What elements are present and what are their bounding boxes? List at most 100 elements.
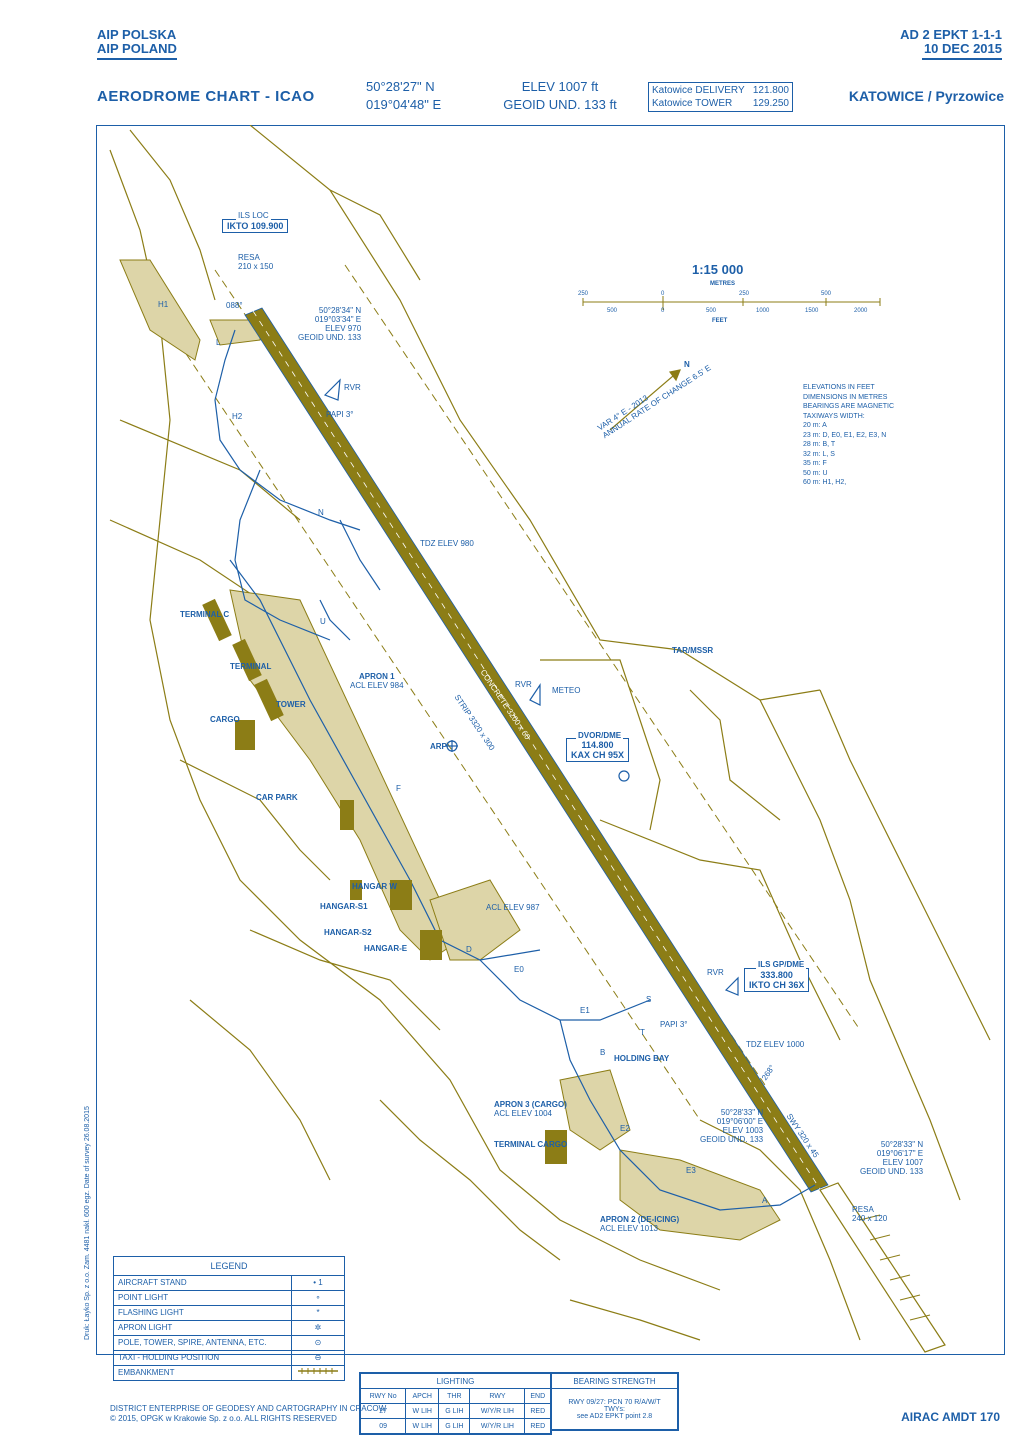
legend-row: APRON LIGHT ✲: [114, 1321, 344, 1336]
page-date: 10 DEC 2015: [923, 41, 1002, 56]
freq-value: 129.250: [752, 98, 789, 109]
taxiway-label-s: S: [646, 995, 652, 1004]
aerodrome-map: [109, 125, 991, 1353]
apron-3-elev: ACL ELEV 1004: [494, 1109, 552, 1118]
lighting-header: END: [524, 1388, 551, 1404]
taxiway-label-l: L: [216, 338, 221, 347]
footer-line1: DISTRICT ENTERPRISE OF GEODESY AND CARTO…: [110, 1404, 387, 1413]
taxiway-label-h2: H2: [232, 412, 243, 421]
holding-position-icon: ⊖: [314, 1353, 322, 1362]
holding-bay-label: HOLDING BAY: [614, 1054, 670, 1063]
geoid-value: GEOID UND. 133 ft: [503, 97, 617, 112]
note-line: BEARINGS ARE MAGNETIC: [803, 403, 895, 410]
apron-1-name: APRON 1: [358, 672, 395, 681]
freq-name: Katowice TOWER: [652, 98, 733, 109]
taxiway-label-u: U: [320, 617, 326, 626]
lighting-cell: G LIH: [438, 1403, 471, 1419]
tar-label: TAR/MSSR: [672, 646, 714, 655]
lighting-header: THR: [438, 1388, 471, 1404]
legend-table: LEGEND AIRCRAFT STAND• 1 POINT LIGHT∘ FL…: [113, 1256, 345, 1381]
elev-value: ELEV 1007 ft: [521, 79, 599, 94]
meteo-label: METEO: [552, 686, 581, 695]
ils-gp-tag: ILS GP/DME: [756, 960, 807, 969]
chart-notes: ELEVATIONS IN FEET DIMENSIONS IN METRES …: [803, 383, 894, 488]
page-reference: AD 2 EPKT 1-1-1 10 DEC 2015: [900, 28, 1002, 56]
taxiway-label-h1: H1: [158, 300, 169, 309]
taxiway-label-e0: E0: [514, 965, 524, 974]
taxiway-label-b: B: [600, 1048, 606, 1057]
legend-item-name: FLASHING LIGHT: [114, 1306, 292, 1320]
arp-label: ARP: [430, 742, 447, 751]
scale-metres-label: METRES: [710, 281, 736, 287]
flashing-light-icon: *: [316, 1308, 320, 1317]
point-light-icon: ∘: [315, 1293, 321, 1302]
arp-lat: 50°28'27" N: [366, 79, 435, 94]
bearing-strength-table: BEARING STRENGTH RWY 09/27: PCN 70 R/A/W…: [552, 1372, 679, 1431]
aerodrome-name: KATOWICE / Pyrzowice: [848, 88, 1004, 104]
note-line: 23 m: D, E0, E1, E2, E3, N: [803, 431, 887, 439]
rvr-label: RVR: [344, 383, 361, 392]
scale-ft-tick: 1500: [805, 308, 819, 314]
ils-gp-box: 333.800 IKTO CH 36X: [744, 968, 810, 992]
terrain-lines: [109, 125, 991, 1341]
hangar-e-label: HANGAR-E: [364, 944, 408, 953]
lighting-cell: RED: [524, 1403, 551, 1419]
note-line: ELEVATIONS IN FEET: [803, 384, 875, 391]
apron-2-name: APRON 2 (DE-ICING): [600, 1215, 680, 1224]
thr27-elev: ELEV 1007: [882, 1158, 924, 1167]
resa-north: RESA 210 x 150: [238, 253, 273, 271]
bearing-line: see AD2 EPKT point 2.8: [576, 1412, 653, 1420]
apron-light-icon: ✲: [314, 1323, 322, 1332]
taxiway-label-e3: E3: [686, 1166, 696, 1175]
rwy-09-bearing: 088°: [226, 301, 243, 310]
pole-icon: ⊙: [314, 1338, 322, 1347]
thr-lon: 019°03'34" E: [314, 315, 362, 324]
legend-item-name: TAXI - HOLDING POSITION: [114, 1351, 292, 1365]
bearing-body: RWY 09/27: PCN 70 R/A/W/T TWYs: see AD2 …: [552, 1388, 678, 1430]
arp-coordinates: 50°28'27" N 019°04'48" E: [366, 78, 441, 114]
resa-east-size: 240 x 120: [852, 1214, 888, 1223]
dvor-channel: KAX CH 95X: [571, 750, 625, 760]
coords-mid-elev: ELEV 1003: [722, 1126, 764, 1135]
freq-name: Katowice DELIVERY: [652, 85, 745, 96]
scale-ft-tick: 500: [607, 308, 618, 314]
lighting-cell: W/Y/R LIH: [469, 1418, 526, 1434]
apron-3-name: APRON 3 (CARGO): [494, 1100, 567, 1109]
resa-east: RESA 240 x 120: [852, 1205, 887, 1223]
resa-size: 210 x 150: [238, 262, 274, 271]
publisher: AIP POLSKA AIP POLAND: [97, 28, 177, 56]
bearing-title: BEARING STRENGTH: [552, 1373, 678, 1389]
note-line: 60 m: H1, H2,: [803, 479, 847, 486]
embankment: [859, 1214, 931, 1321]
scale-ft-tick: 2000: [854, 308, 868, 314]
note-line: 50 m: U: [803, 469, 828, 477]
scale-m-tick: 0: [661, 291, 665, 297]
terminal-c-label: TERMINAL C: [180, 610, 230, 619]
legend-item-name: POLE, TOWER, SPIRE, ANTENNA, ETC.: [114, 1336, 292, 1350]
lighting-header: APCH: [405, 1388, 440, 1404]
bearing-line: RWY 09/27: PCN 70 R/A/W/T: [568, 1398, 661, 1406]
ils-gp-channel: IKTO CH 36X: [749, 980, 805, 990]
airac-amendment: AIRAC AMDT 170: [901, 1410, 1000, 1424]
acl-987-label: ACL ELEV 987: [486, 903, 540, 912]
apron-1-elev: ACL ELEV 984: [350, 681, 404, 690]
legend-row: POINT LIGHT∘: [114, 1291, 344, 1306]
note-line: 32 m: L, S: [803, 450, 835, 458]
taxiway-label-f: F: [396, 784, 401, 793]
rvr-symbol: [323, 378, 341, 401]
terminal-cargo-label: TERMINAL CARGO: [494, 1140, 568, 1149]
legend-item-name: APRON LIGHT: [114, 1321, 292, 1335]
scale-bar: [582, 296, 881, 310]
print-info: Druk: Łayko Sp. z o.o. Zam. 4481 nakł. 6…: [84, 1106, 91, 1340]
scale-title: 1:15 000: [692, 262, 744, 277]
resa-east-label: RESA: [852, 1205, 874, 1214]
lighting-table: LIGHTING RWY No APCH THR RWY END 27 W LI…: [359, 1372, 552, 1435]
tower-label: TOWER: [276, 700, 306, 709]
apron-2-label: APRON 2 (DE-ICING) ACL ELEV 1013: [600, 1215, 679, 1233]
page-ref: AD 2 EPKT 1-1-1: [900, 27, 1002, 42]
apron-1-label: APRON 1 ACL ELEV 984: [350, 672, 404, 690]
lighting-header: RWY No: [359, 1388, 407, 1404]
threshold-27-info: 50°28'33" N 019°06'17" E ELEV 1007 GEOID…: [860, 1140, 923, 1176]
legend-row: FLASHING LIGHT *: [114, 1306, 344, 1321]
